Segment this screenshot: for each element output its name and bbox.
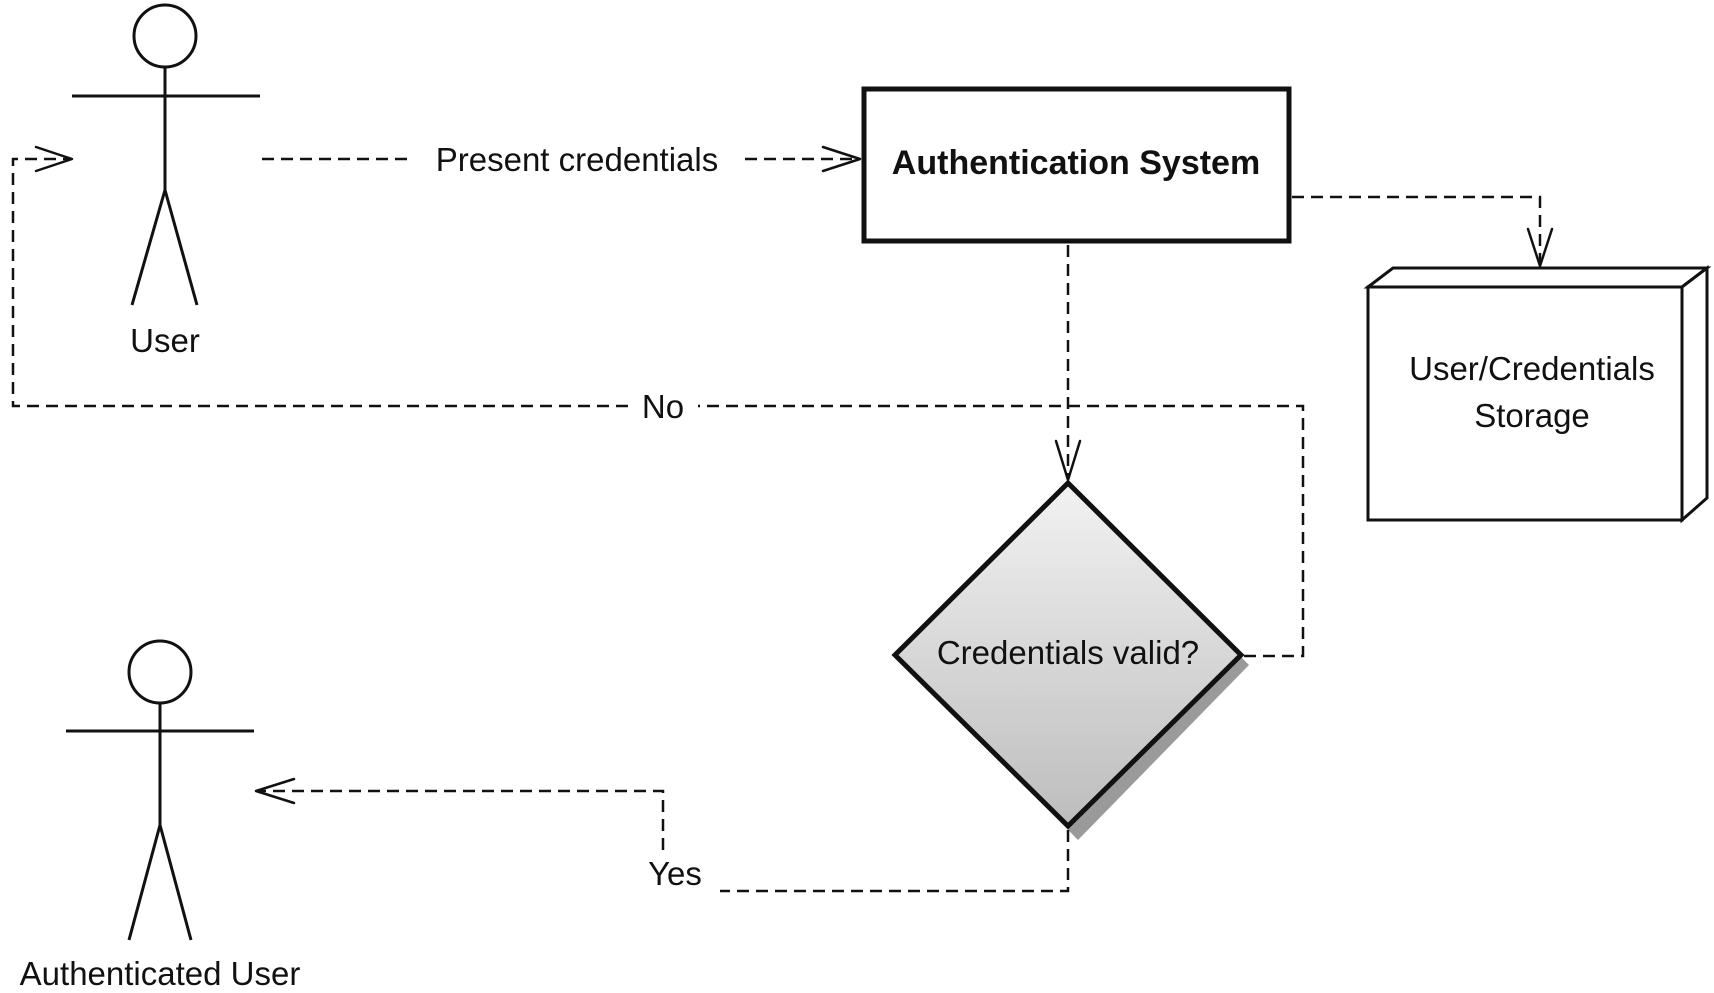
edge-auth-to-storage <box>1292 195 1554 268</box>
storage-label-line2: Storage <box>1474 397 1590 434</box>
authenticated-user-actor-head <box>127 639 193 705</box>
edge-yes-arrowhead <box>254 777 296 805</box>
edge-no-label: No <box>642 388 684 425</box>
decision-diamond <box>891 479 1245 830</box>
authenticated-user-actor-left-leg <box>127 824 162 941</box>
storage-front-face <box>1366 285 1684 522</box>
authenticated-user-actor-label: Authenticated User <box>20 955 301 992</box>
edge-present-credentials-arrowhead <box>821 145 862 173</box>
user-actor: User <box>72 3 260 359</box>
storage-top-face <box>1363 266 1712 289</box>
authentication-system-label: Authentication System <box>892 144 1260 182</box>
edge-auth-to-decision-arrowhead <box>1054 439 1082 482</box>
user-actor-right-leg <box>163 189 199 306</box>
edge-yes-line-bottom <box>720 830 1070 893</box>
edge-yes-line-top <box>258 789 665 850</box>
storage-label-line1: User/Credentials <box>1409 350 1655 387</box>
decision-label: Credentials valid? <box>937 634 1199 671</box>
edge-no: No <box>11 145 1305 658</box>
authentication-system-box <box>861 86 1292 244</box>
edge-present-credentials: Present credentials <box>262 141 862 178</box>
authenticated-user-actor: Authenticated User <box>20 639 301 992</box>
edge-auth-to-storage-line <box>1292 195 1542 264</box>
edge-yes: Yes <box>254 777 1070 893</box>
edge-no-arrowhead <box>34 145 74 173</box>
storage-side-face <box>1680 264 1709 524</box>
edge-present-credentials-label: Present credentials <box>436 141 718 178</box>
user-actor-label: User <box>130 322 200 359</box>
credentials-storage-node: User/Credentials Storage <box>1363 264 1712 524</box>
credentials-valid-decision: Credentials valid? <box>891 479 1249 840</box>
edge-auth-to-decision <box>1054 245 1082 482</box>
edge-no-line-right <box>698 404 1305 658</box>
authenticated-user-actor-right-leg <box>158 824 193 941</box>
edge-yes-label: Yes <box>648 855 702 892</box>
edge-auth-to-storage-arrowhead <box>1526 227 1554 268</box>
authentication-system-node: Authentication System <box>861 86 1292 244</box>
edge-no-line-left <box>11 157 628 408</box>
user-actor-head <box>132 3 198 69</box>
user-actor-left-leg <box>130 189 167 306</box>
